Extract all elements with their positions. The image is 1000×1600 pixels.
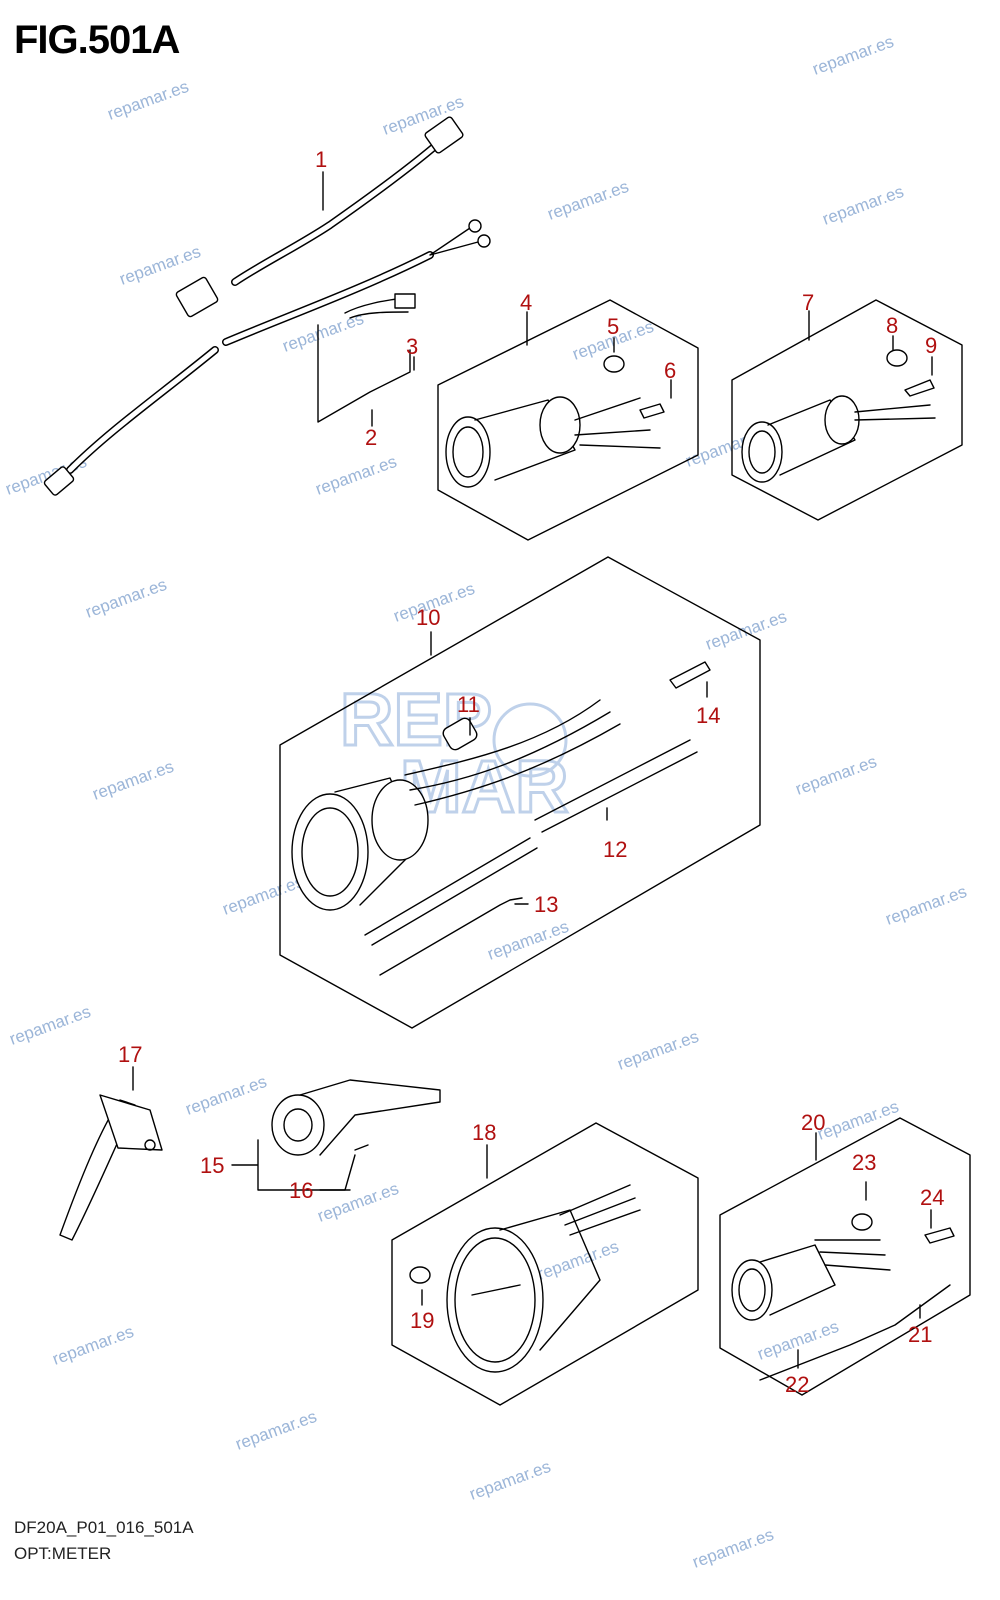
watermark-text: repamar.es bbox=[535, 1237, 621, 1284]
callout-12: 12 bbox=[603, 837, 627, 862]
watermark-text: repamar.es bbox=[810, 32, 896, 79]
figure-title: FIG.501A bbox=[14, 18, 180, 62]
callout-14: 14 bbox=[696, 703, 720, 728]
watermark-text: repamar.es bbox=[615, 1027, 701, 1074]
watermark-text: repamar.es bbox=[50, 1322, 136, 1369]
watermark-text: repamar.es bbox=[815, 1097, 901, 1144]
watermark-text: repamar.es bbox=[105, 77, 191, 124]
callout-3: 3 bbox=[406, 334, 418, 359]
callouts: 1 2 3 4 5 6 7 8 9 10 11 12 13 14 15 16 1… bbox=[118, 147, 944, 1397]
meter-kit-box-18 bbox=[391, 1122, 699, 1406]
callout-17: 17 bbox=[118, 1042, 142, 1067]
callout-15: 15 bbox=[200, 1153, 224, 1178]
watermark-text: repamar.es bbox=[467, 1457, 553, 1504]
callout-7: 7 bbox=[802, 290, 814, 315]
callout-24: 24 bbox=[920, 1185, 944, 1210]
watermark-text: repamar.es bbox=[883, 882, 969, 929]
callout-13: 13 bbox=[534, 892, 558, 917]
callout-9: 9 bbox=[925, 333, 937, 358]
leader-lines bbox=[132, 171, 933, 1369]
watermark-text: repamar.es bbox=[117, 242, 203, 289]
callout-2: 2 bbox=[365, 425, 377, 450]
bracket-part-15 bbox=[231, 1079, 441, 1191]
callout-22: 22 bbox=[785, 1372, 809, 1397]
watermark-text: repamar.es bbox=[690, 1525, 776, 1572]
callout-19: 19 bbox=[410, 1308, 434, 1333]
watermark-text: repamar.es bbox=[793, 752, 879, 799]
meter-kit-box-4 bbox=[437, 299, 699, 541]
watermark-text: repamar.es bbox=[313, 452, 399, 499]
callout-10: 10 bbox=[416, 605, 440, 630]
harness-part-1 bbox=[43, 116, 491, 496]
watermark-text: repamar.es bbox=[703, 607, 789, 654]
meter-kit-box-7 bbox=[731, 299, 963, 521]
callout-21: 21 bbox=[908, 1322, 932, 1347]
watermark-text: repamar.es bbox=[83, 575, 169, 622]
meter-kit-box-20 bbox=[719, 1117, 971, 1396]
watermark-text: repamar.es bbox=[485, 917, 571, 964]
callout-6: 6 bbox=[664, 358, 676, 383]
watermark-text: repamar.es bbox=[7, 1002, 93, 1049]
callout-23: 23 bbox=[852, 1150, 876, 1175]
callout-1: 1 bbox=[315, 147, 327, 172]
watermark-text: repamar.es bbox=[183, 1072, 269, 1119]
watermark-text: repamar.es bbox=[545, 177, 631, 224]
watermark-text: repamar.es bbox=[820, 182, 906, 229]
callout-8: 8 bbox=[886, 313, 898, 338]
callout-11: 11 bbox=[457, 692, 480, 717]
figure-name: OPT:METER bbox=[14, 1544, 112, 1563]
watermark-text: repamar.es bbox=[233, 1407, 319, 1454]
callout-4: 4 bbox=[520, 290, 532, 315]
sensor-part-17 bbox=[59, 1094, 163, 1241]
meter-kit-box-10 bbox=[279, 556, 761, 1029]
callout-18: 18 bbox=[472, 1120, 496, 1145]
figure-code: DF20A_P01_016_501A bbox=[14, 1518, 194, 1537]
callout-16: 16 bbox=[289, 1178, 313, 1203]
callout-5: 5 bbox=[607, 314, 619, 339]
watermark-text: repamar.es bbox=[90, 757, 176, 804]
callout-20: 20 bbox=[801, 1110, 825, 1135]
watermark-text: repamar.es bbox=[315, 1179, 401, 1226]
watermark-text: repamar.es bbox=[220, 872, 306, 919]
harness-branch-part-3 bbox=[317, 293, 416, 423]
